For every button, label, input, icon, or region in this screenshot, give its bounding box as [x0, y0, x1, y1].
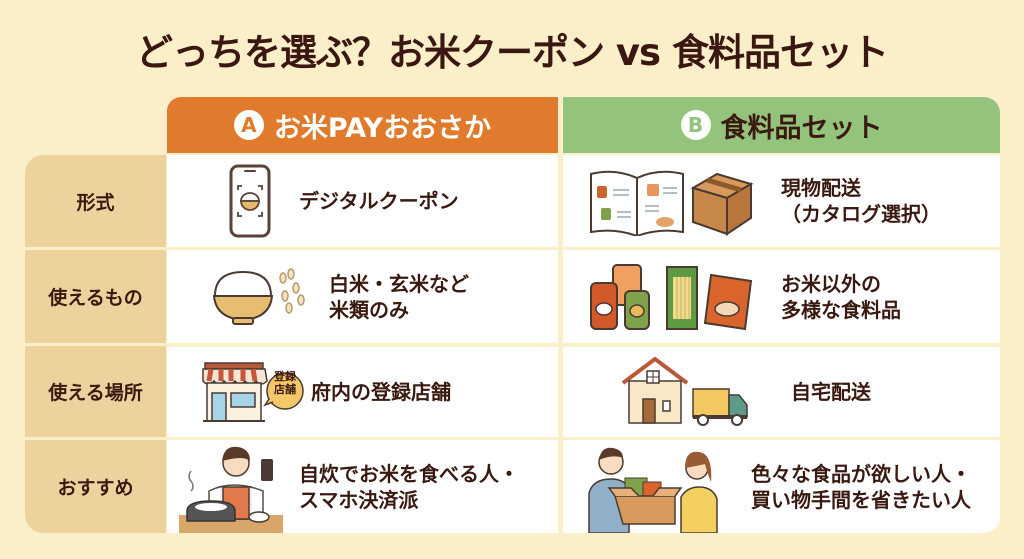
cell-a-usable-items: 白米・玄米など 米類のみ — [167, 250, 558, 343]
row-label-usable-places: 使える場所 — [48, 382, 143, 404]
cell-a-usable-items-text: 白米・玄米など 米類のみ — [329, 271, 469, 323]
catalog-and-box-icon — [587, 166, 759, 236]
smartphone-rice-bowl-icon — [229, 164, 271, 238]
column-header-a: A お米PAYおおさか — [167, 97, 558, 153]
cell-b-usable-places-text: 自宅配送 — [791, 380, 871, 404]
cooking-man-smartphone-icon — [177, 441, 287, 533]
cell-b-format: 現物配送 （カタログ選択） — [563, 155, 1000, 247]
cell-a-recommended-text: 自炊でお米を食べる人・ スマホ決済派 — [299, 461, 519, 513]
cell-a-usable-places: 登録 店舗 府内の登録店舗 — [167, 347, 558, 437]
rice-bowl-grains-icon — [211, 266, 311, 328]
badge-a: A — [233, 110, 264, 140]
row-label-usable-items: 使えるもの — [48, 287, 143, 309]
cell-a-usable-places-text: 府内の登録店舗 — [311, 380, 451, 404]
cell-a-format: デジタルクーポン — [167, 155, 558, 247]
text-line: 買い物手間を省きたい人 — [751, 487, 971, 512]
cell-b-format-text: 現物配送 （カタログ選択） — [781, 175, 941, 227]
divider — [25, 247, 166, 250]
text-line: （カタログ選択） — [781, 202, 941, 226]
box-handover-people-icon — [585, 440, 725, 533]
text-line: お米以外の — [781, 271, 881, 296]
cell-b-usable-places: 自宅配送 — [563, 347, 1000, 437]
column-header-b: B 食料品セット — [563, 97, 1000, 153]
cell-b-recommended-text: 色々な食品が欲しい人・ 買い物手間を省きたい人 — [751, 461, 971, 513]
cell-b-usable-items-text: お米以外の 多様な食料品 — [781, 271, 901, 323]
bubble-line: 店舗 — [274, 383, 296, 397]
text-line: 米類のみ — [329, 297, 409, 322]
text-line: 自炊でお米を食べる人・ — [299, 461, 519, 486]
bubble-line: 登録 — [274, 370, 296, 383]
text-line: 白米・玄米など — [329, 271, 469, 296]
registered-store-bubble: 登録 店舗 — [274, 370, 296, 396]
row-label-recommended: おすすめ — [57, 477, 134, 499]
column-header-a-label: お米PAYおおさか — [273, 112, 492, 144]
badge-b: B — [680, 110, 711, 140]
column-header-b-label: 食料品セット — [720, 112, 883, 144]
page-title: どっちを選ぶ？お米クーポン vs 食料品セット — [136, 31, 889, 74]
registered-store-icon — [201, 359, 305, 425]
cell-b-recommended: 色々な食品が欲しい人・ 買い物手間を省きたい人 — [563, 440, 1000, 533]
divider — [25, 437, 166, 440]
canned-food-pasta-retort-icon — [587, 261, 759, 333]
row-labels: 形式 使えるもの 使える場所 おすすめ — [25, 155, 166, 533]
text-line: 色々な食品が欲しい人・ — [751, 461, 971, 486]
cell-b-usable-items: お米以外の 多様な食料品 — [563, 250, 1000, 343]
house-truck-icon — [621, 357, 751, 427]
cell-a-format-text: デジタルクーポン — [299, 189, 459, 213]
divider — [25, 343, 166, 346]
row-label-format: 形式 — [76, 191, 115, 214]
text-line: 多様な食料品 — [781, 297, 901, 322]
text-line: スマホ決済派 — [299, 487, 419, 512]
text-line: 現物配送 — [781, 176, 861, 200]
cell-a-recommended: 自炊でお米を食べる人・ スマホ決済派 — [167, 440, 558, 533]
